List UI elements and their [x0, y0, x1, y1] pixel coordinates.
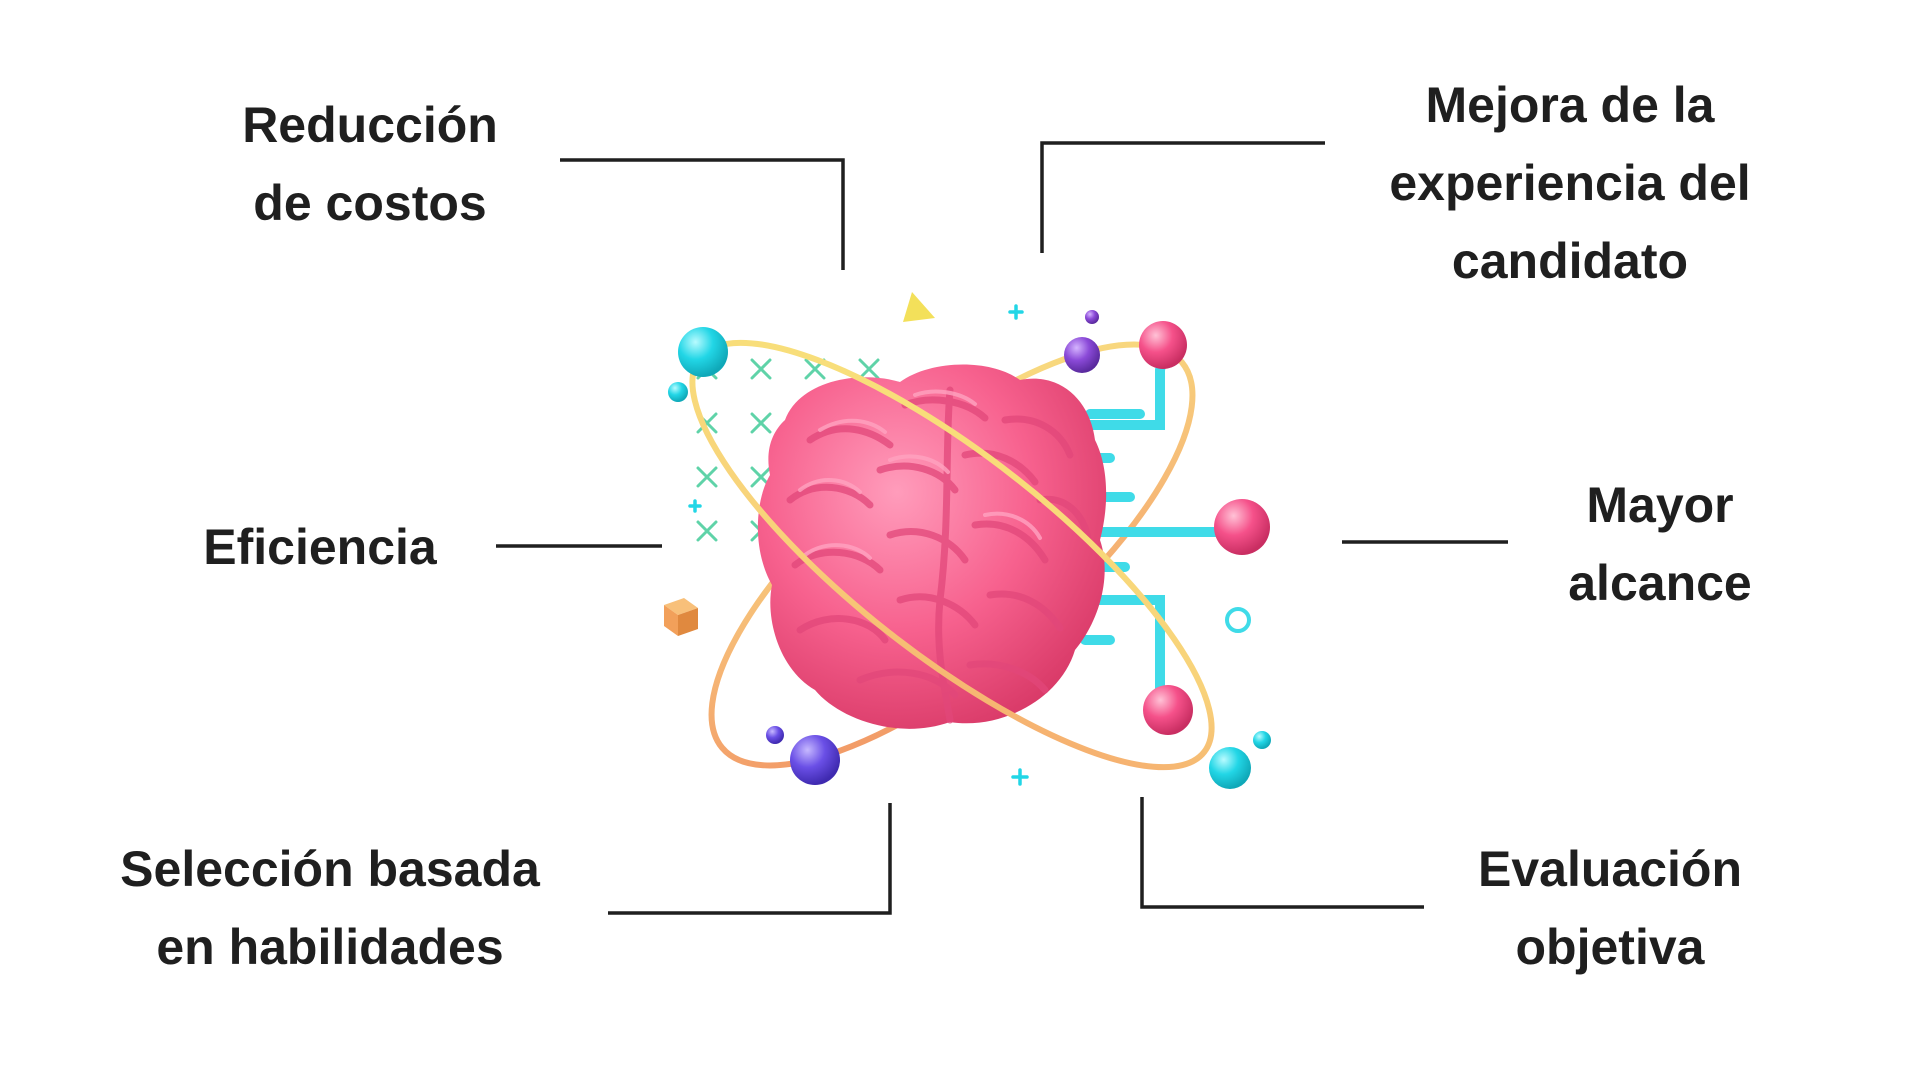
label-evaluacion-objetiva: Evaluación objetiva	[1450, 830, 1770, 986]
sphere-cyan-large	[678, 327, 728, 377]
label-line: alcance	[1568, 555, 1752, 611]
label-reduccion-de-costos: Reducción de costos	[210, 86, 530, 242]
label-mejora-experiencia-candidato: Mejora de la experiencia del candidato	[1360, 66, 1780, 300]
label-seleccion-basada-habilidades: Selección basada en habilidades	[100, 830, 560, 986]
label-line: Mayor	[1586, 477, 1734, 533]
sphere-cyan-small	[668, 382, 688, 402]
orange-cube	[664, 598, 698, 636]
label-line: objetiva	[1515, 919, 1705, 975]
sphere-violet-small	[766, 726, 784, 744]
label-line: Evaluación	[1478, 841, 1742, 897]
yellow-triangle	[903, 292, 935, 322]
sphere-violet	[790, 735, 840, 785]
sphere-purple-small	[1085, 310, 1099, 324]
label-line: de costos	[253, 175, 487, 231]
sphere-cyan-tiny	[1253, 731, 1271, 749]
cyan-ring	[1225, 607, 1251, 633]
label-mayor-alcance: Mayor alcance	[1520, 466, 1800, 622]
sphere-pink-top	[1139, 321, 1187, 369]
connector-top-right	[1040, 141, 1325, 253]
label-line: candidato	[1451, 233, 1689, 289]
label-line: Selección basada	[120, 841, 540, 897]
sphere-cyan-bottom	[1209, 747, 1251, 789]
sphere-pink-bottom	[1143, 685, 1193, 735]
label-line: en habilidades	[156, 919, 504, 975]
label-line: Eficiencia	[203, 519, 437, 575]
brain	[757, 364, 1107, 729]
label-line: Reducción	[242, 97, 498, 153]
label-eficiencia: Eficiencia	[180, 508, 460, 586]
sphere-purple	[1064, 337, 1100, 373]
connector-top-left	[560, 158, 845, 270]
connectors	[496, 141, 1508, 915]
connector-bottom-left	[608, 803, 892, 915]
sphere-pink-right	[1214, 499, 1270, 555]
label-line: Mejora de la	[1425, 77, 1715, 133]
spheres	[668, 310, 1271, 789]
connector-bottom-right	[1140, 797, 1424, 909]
label-line: experiencia del	[1389, 155, 1751, 211]
